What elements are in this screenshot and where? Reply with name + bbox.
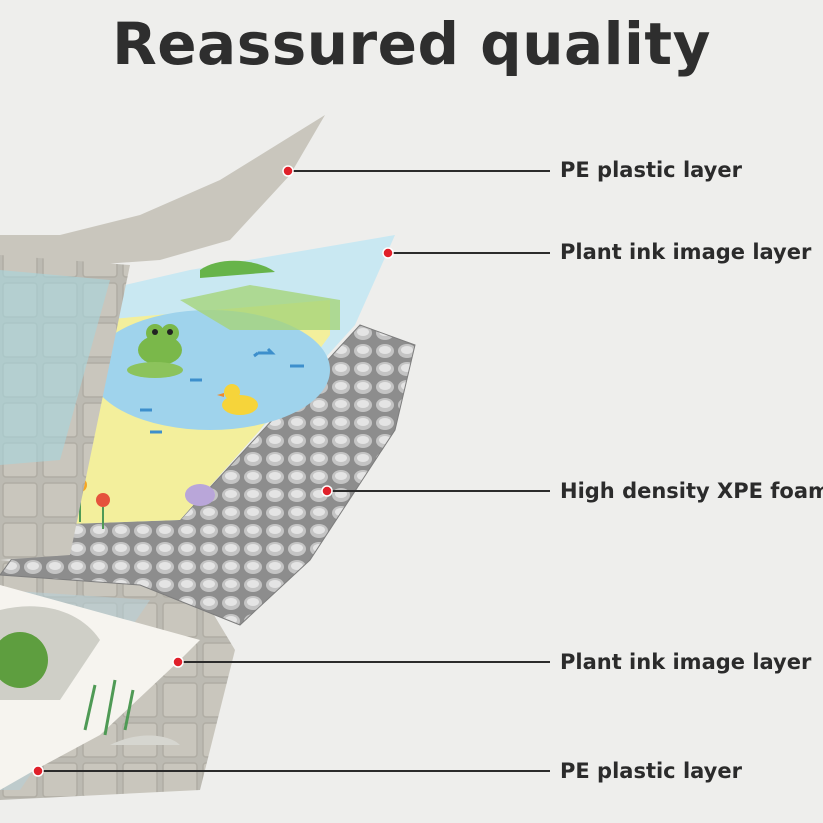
page-title: Reassured quality [112,10,711,78]
red-dot-marker-icon [321,485,333,497]
label-pe-plastic-layer-top: PE plastic layer [560,158,742,182]
bottom-image-layer [0,585,200,790]
top-image-layer [40,235,395,529]
label-plant-ink-image-layer-bottom: Plant ink image layer [560,650,812,674]
red-dot-marker-icon [172,656,184,668]
red-dot-marker-icon [282,165,294,177]
label-high-density-xpe-foam: High density XPE foam [560,479,823,503]
label-plant-ink-image-layer-top: Plant ink image layer [560,240,812,264]
red-dot-marker-icon [382,247,394,259]
markers [32,165,394,777]
top-pe-layer [0,115,325,560]
red-dot-marker-icon [32,765,44,777]
label-pe-plastic-layer-bottom: PE plastic layer [560,759,742,783]
leader-lines [38,170,550,772]
